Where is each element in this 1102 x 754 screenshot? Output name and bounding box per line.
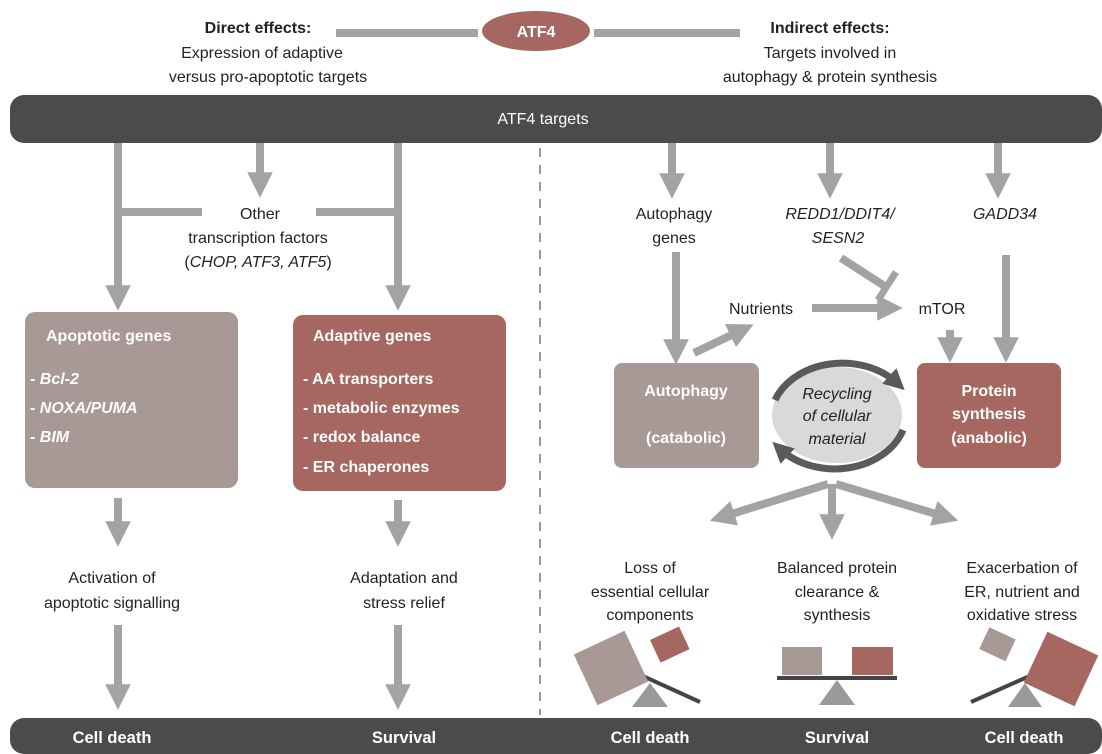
- atf4-targets-label: ATF4 targets: [497, 111, 588, 128]
- indirect-effects-line2: autophagy & protein synthesis: [723, 69, 937, 86]
- adaptive-gene-item: - metabolic enzymes: [303, 400, 460, 417]
- adaptive-gene-item: - redox balance: [303, 429, 420, 446]
- loss-line3: components: [606, 607, 693, 624]
- apoptotic-gene-item: - Bcl-2: [30, 371, 79, 388]
- right-arrows: [659, 143, 1019, 540]
- loss-line1: Loss of: [624, 560, 676, 577]
- autophagy-genes-line1: Autophagy: [636, 206, 713, 223]
- activation-line2: apoptotic signalling: [44, 595, 180, 612]
- mtor-label: mTOR: [919, 301, 966, 318]
- direct-effects-line2: versus pro-apoptotic targets: [169, 69, 367, 86]
- outcome-survival-1: Survival: [372, 729, 436, 747]
- direct-effects-title: Direct effects:: [205, 20, 312, 37]
- outcome-survival-2: Survival: [805, 729, 869, 747]
- protein-synthesis-line2: synthesis: [952, 406, 1026, 423]
- autophagy-subtitle: (catabolic): [646, 430, 726, 447]
- scale-exacerbation: [970, 627, 1099, 707]
- apoptotic-genes-box: [25, 312, 238, 488]
- left-arrows: [105, 143, 411, 710]
- recycling-line3: material: [809, 431, 866, 448]
- outcome-cell-death-3: Cell death: [985, 729, 1064, 747]
- nutrients-label: Nutrients: [729, 301, 793, 318]
- recycling-ellipse: [772, 367, 902, 463]
- recycling-line2: of cellular: [803, 408, 872, 425]
- adaptation-line2: stress relief: [363, 595, 445, 612]
- atf4-targets-bar: [10, 95, 1102, 143]
- recycling-line1: Recycling: [802, 386, 871, 403]
- adaptive-gene-item: - ER chaperones: [303, 459, 429, 476]
- exacerbation-line3: oxidative stress: [967, 607, 1077, 624]
- autophagy-genes-line2: genes: [652, 230, 696, 247]
- protein-synthesis-line3: (anabolic): [951, 430, 1027, 447]
- activation-line1: Activation of: [68, 570, 156, 587]
- autophagy-title: Autophagy: [644, 383, 728, 400]
- adaptation-line1: Adaptation and: [350, 570, 458, 587]
- other-tf-line1: Other: [240, 206, 281, 223]
- adaptive-genes-box: [293, 315, 506, 491]
- recycling-arrow-bottom: [772, 428, 907, 473]
- protein-synthesis-box: [917, 363, 1061, 468]
- inhibition-bar: [875, 270, 899, 302]
- other-tf-line3: (CHOP, ATF3, ATF5): [184, 254, 331, 271]
- apoptotic-gene-item: - BIM: [30, 429, 70, 446]
- outcome-bar: [10, 718, 1102, 754]
- balanced-line1: Balanced protein: [777, 560, 897, 577]
- apoptotic-gene-item: - NOXA/PUMA: [30, 400, 138, 417]
- indirect-effects-title: Indirect effects:: [770, 20, 889, 37]
- redd1-line1: REDD1/DDIT4/: [785, 206, 896, 223]
- indirect-effects-line1: Targets involved in: [764, 45, 897, 62]
- outcome-cell-death-1: Cell death: [73, 729, 152, 747]
- gadd34-label: GADD34: [973, 206, 1037, 223]
- atf4-label: ATF4: [517, 24, 556, 41]
- exacerbation-line1: Exacerbation of: [966, 560, 1078, 577]
- scale-loss: [573, 626, 701, 707]
- balanced-line3: synthesis: [804, 607, 871, 624]
- direct-effects-line1: Expression of adaptive: [181, 45, 343, 62]
- atf4-node: [482, 11, 590, 51]
- other-tf-line2: transcription factors: [188, 230, 328, 247]
- inhibition-line: [838, 254, 889, 291]
- recycling-arrow-top: [771, 359, 905, 402]
- redd1-line2: SESN2: [812, 230, 865, 247]
- protein-synthesis-line1: Protein: [961, 383, 1016, 400]
- adaptive-genes-title: Adaptive genes: [313, 328, 431, 345]
- exacerbation-line2: ER, nutrient and: [964, 584, 1080, 601]
- loss-line2: essential cellular: [591, 584, 710, 601]
- outcome-cell-death-2: Cell death: [611, 729, 690, 747]
- adaptive-gene-item: - AA transporters: [303, 371, 433, 388]
- scale-balanced: [777, 647, 897, 705]
- autophagy-box: [614, 363, 759, 468]
- apoptotic-genes-title: Apoptotic genes: [46, 328, 171, 345]
- balanced-line2: clearance &: [795, 584, 880, 601]
